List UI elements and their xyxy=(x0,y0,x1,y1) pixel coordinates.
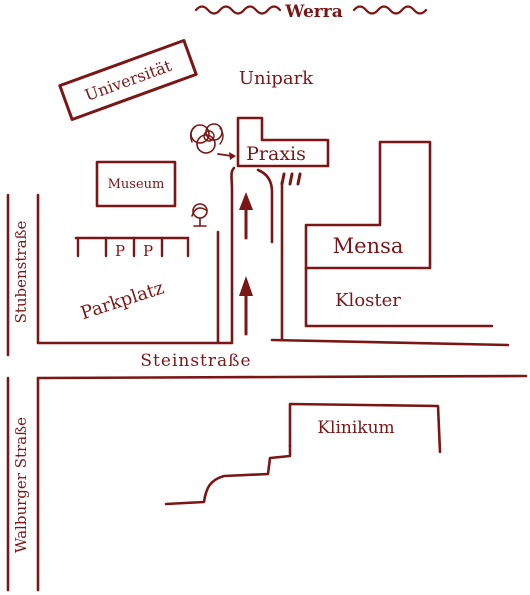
parking-icon: P xyxy=(115,242,125,260)
praxis-outline xyxy=(236,116,330,168)
walburger-strasse-road: Walburger Straße xyxy=(6,376,40,592)
klinikum-outline xyxy=(288,402,442,454)
tree-icon xyxy=(191,203,208,227)
university-building[interactable]: Universität xyxy=(58,39,198,121)
museum-outline xyxy=(95,160,177,208)
university-outline xyxy=(58,39,198,121)
praxis-steps xyxy=(280,172,302,186)
arrow-up-icon xyxy=(239,276,253,336)
parking-icon: P xyxy=(143,242,153,260)
kloster-outline xyxy=(304,266,494,328)
museum-label: Museum xyxy=(108,177,165,192)
parkplatz-label: Parkplatz xyxy=(78,277,167,324)
stubenstrasse-road: Stubenstraße xyxy=(6,193,40,357)
praxis-building[interactable]: Praxis xyxy=(236,116,330,186)
walburger-strasse-label: Walburger Straße xyxy=(12,417,30,553)
mensa-label: Mensa xyxy=(333,234,404,258)
klinikum-building[interactable]: Klinikum xyxy=(164,402,442,506)
steinstrasse-road: Steinstraße xyxy=(36,338,528,380)
steinstrasse-label: Steinstraße xyxy=(140,351,251,371)
kloster-label: Kloster xyxy=(335,290,401,311)
entrance-arrow-icon xyxy=(217,152,236,160)
access-road xyxy=(230,166,274,344)
arrow-up-icon xyxy=(239,192,253,240)
unipark-label: Unipark xyxy=(239,68,314,89)
river-wave-left xyxy=(194,5,282,15)
parking-area: P P Parkplatz xyxy=(74,230,220,344)
praxis-label: Praxis xyxy=(246,143,306,165)
klinikum-stepped-outline xyxy=(164,444,292,506)
mensa-kloster-complex[interactable]: Mensa Kloster xyxy=(280,140,494,342)
klinikum-label: Klinikum xyxy=(317,418,394,438)
river-label: Werra xyxy=(284,2,342,22)
museum-building[interactable]: Museum xyxy=(95,160,177,208)
stubenstrasse-label: Stubenstraße xyxy=(12,220,30,323)
river-wave-right xyxy=(352,5,428,15)
tree-cluster-icon xyxy=(189,123,224,154)
river-werra: Werra xyxy=(194,2,428,22)
